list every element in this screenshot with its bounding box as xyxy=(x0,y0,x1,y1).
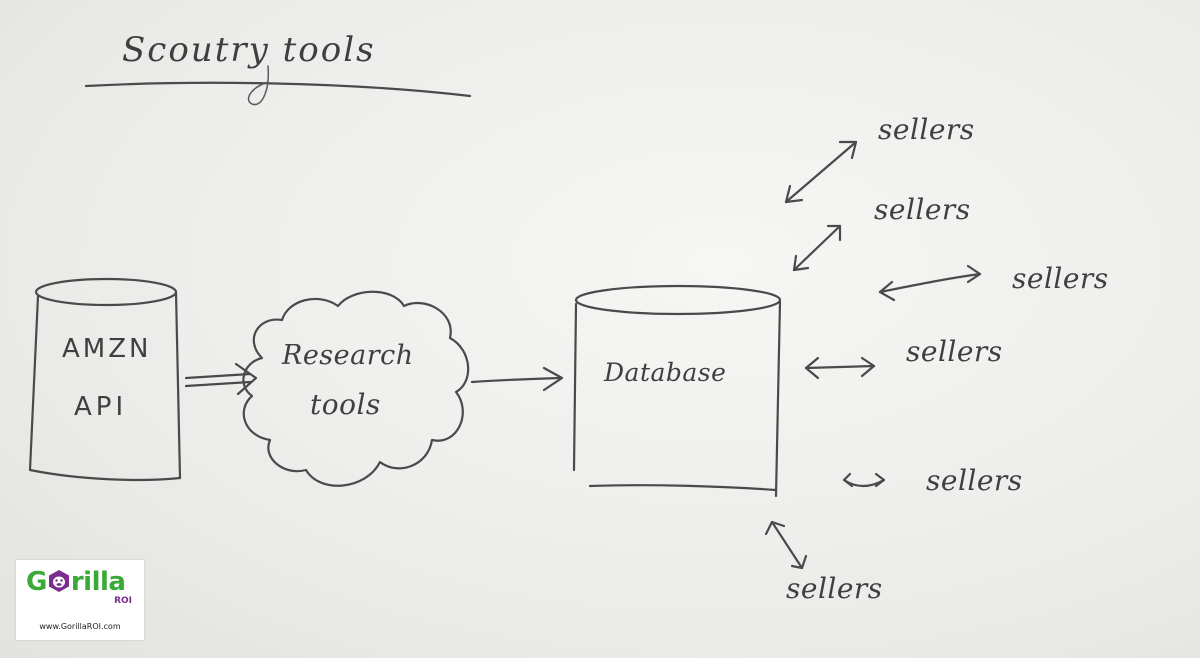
arrow-research-to-database xyxy=(470,366,564,392)
api-label: API xyxy=(74,392,128,422)
seller-label-1: sellers xyxy=(878,113,975,146)
amzn-api-cylinder xyxy=(28,277,182,482)
logo-letters-rilla: rilla xyxy=(70,567,126,597)
gorilla-face-icon xyxy=(48,570,69,592)
database-label: Database xyxy=(604,358,727,387)
title-underline xyxy=(84,81,472,98)
logo-letter-g: G xyxy=(26,567,47,597)
seller-label-6: sellers xyxy=(786,572,883,605)
seller-label-3: sellers xyxy=(1012,262,1109,295)
amzn-label: AMZN xyxy=(62,334,152,364)
logo-wordmark: G rilla xyxy=(26,567,126,597)
seller-label-2: sellers xyxy=(874,193,971,226)
diagram-title: Scoutry tools xyxy=(122,30,376,70)
seller-label-4: sellers xyxy=(906,335,1003,368)
arrow-api-to-research xyxy=(184,362,258,396)
research-cloud xyxy=(242,290,470,487)
arrow-seller-5 xyxy=(842,472,886,488)
research-label: Research xyxy=(282,340,414,371)
arrow-seller-4 xyxy=(804,356,876,380)
arrow-seller-6 xyxy=(764,520,808,570)
seller-label-5: sellers xyxy=(926,464,1023,497)
gorilla-roi-logo: G rilla ROI www.GorillaROI.com xyxy=(16,560,144,640)
arrow-seller-1 xyxy=(784,140,858,204)
logo-roi: ROI xyxy=(114,596,132,606)
arrow-seller-2 xyxy=(792,224,842,272)
title-descender xyxy=(247,65,270,106)
database-cylinder xyxy=(572,284,782,498)
logo-url: www.GorillaROI.com xyxy=(39,622,121,631)
arrow-seller-3 xyxy=(878,264,982,302)
tools-label: tools xyxy=(310,388,381,421)
